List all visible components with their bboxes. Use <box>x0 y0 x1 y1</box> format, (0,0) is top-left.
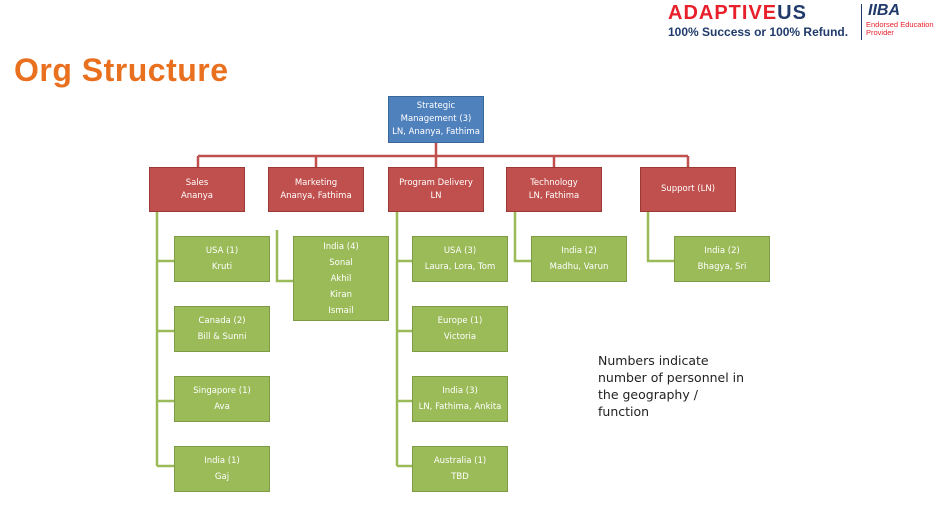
technology-connector <box>513 212 531 263</box>
legend-note: Numbers indicate number of personnel in … <box>598 353 745 419</box>
root-connector <box>196 143 690 167</box>
org-node-sales-india: India (1)Gaj <box>174 446 270 492</box>
org-node-sales-singapore: Singapore (1)Ava <box>174 376 270 422</box>
org-node-sales-canada: Canada (2)Bill & Sunni <box>174 306 270 352</box>
org-node-delivery-europe: Europe (1)Victoria <box>412 306 508 352</box>
org-node-delivery-australia: Australia (1)TBD <box>412 446 508 492</box>
partner-logo: IIBA <box>868 2 900 19</box>
page-title: Org Structure <box>14 52 229 88</box>
support-connector <box>646 212 674 263</box>
brand-wordmark: ADAPTIVEUS <box>668 2 807 24</box>
org-node-support-india: India (2)Bhagya, Sri <box>674 236 770 282</box>
org-node-technology-india: India (2)Madhu, Varun <box>531 236 627 282</box>
org-node-sales-usa: USA (1)Kruti <box>174 236 270 282</box>
logo-divider <box>861 4 862 40</box>
brand-logo: ADAPTIVEUS 100% Success or 100% Refund. … <box>668 2 938 42</box>
org-node-delivery-india: India (3)LN, Fathima, Ankita <box>412 376 508 422</box>
org-node-delivery-usa: USA (3)Laura, Lora, Tom <box>412 236 508 282</box>
sales-connector <box>155 212 174 468</box>
brand-tagline: 100% Success or 100% Refund. <box>668 25 849 39</box>
marketing-connector <box>275 230 293 283</box>
org-node-support: Support (LN) <box>640 167 736 212</box>
delivery-connector <box>395 212 412 468</box>
